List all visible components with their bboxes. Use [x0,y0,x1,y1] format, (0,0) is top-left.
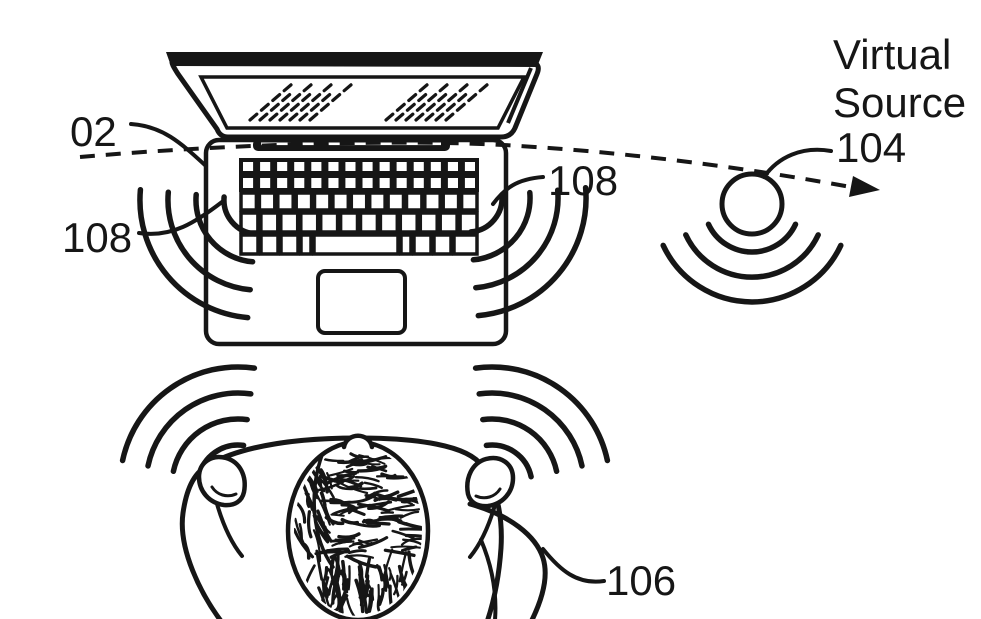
listener-right-arm [467,501,548,619]
label-display-ref: 02 [70,108,117,155]
label-virtual-source-word1: Virtual [833,31,951,78]
ear-left-inner [210,485,238,498]
ear-left-jaw-line [215,502,244,558]
ear-right-jaw-line [468,503,497,559]
speaker-waves-left [137,186,258,321]
nose [341,433,375,450]
listener-right-arm-inner [479,538,498,619]
label-listener-ref: 106 [606,557,676,604]
label-virtual-source-word2: Source [833,79,966,126]
listener-head [196,433,516,619]
trajectory-dashed-line [79,140,857,190]
hair-part-line [312,453,335,569]
leader-virtual-source [762,147,833,179]
laptop [166,52,543,347]
label-virtual-source-ref: 104 [836,124,906,171]
ear-waves-right [472,364,611,480]
leader-display [129,122,208,168]
ear-left [196,454,247,508]
laptop-lid-edge [506,67,533,124]
label-speaker-right-ref: 108 [548,157,618,204]
ear-right-inner [474,487,502,500]
leader-lines [129,122,833,584]
virtual-source-circle [719,171,785,237]
leader-listener [541,547,606,584]
ear-right [465,455,516,509]
keyboard [239,158,479,256]
speaker-waves-right [468,184,589,319]
laptop-lid-top-bar [166,52,543,67]
screen-glare-hatching [248,82,490,122]
trajectory-arrowhead-icon [849,176,880,197]
label-speaker-left-ref: 108 [62,214,132,261]
leader-speaker-left [137,200,224,236]
trackpad [316,269,407,335]
leader-speaker-right [491,175,545,206]
virtual-source-waves [660,221,844,305]
